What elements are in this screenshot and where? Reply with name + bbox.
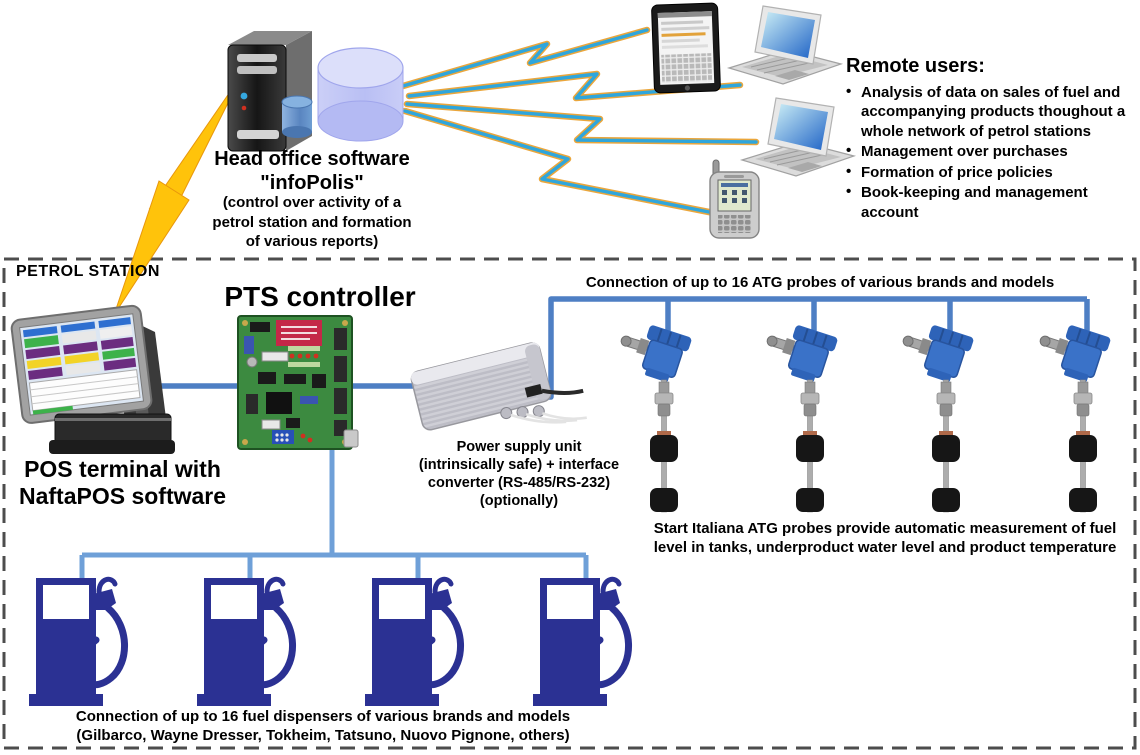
pos-terminal-label: POS terminal with NaftaPOS software	[18, 456, 227, 510]
atg-probe-icon	[894, 316, 976, 513]
fuel-dispenser-icon	[29, 578, 125, 706]
laptop-icon	[728, 5, 842, 85]
remote-users-title: Remote users:	[846, 55, 985, 77]
remote-users-list: Analysis of data on sales of fuel and ac…	[846, 82, 1126, 223]
remote-users-block: Remote users: Analysis of data on sales …	[846, 55, 1126, 223]
lightning-bolt-yellow-icon	[113, 72, 244, 316]
tablet-icon	[651, 2, 721, 94]
dispenser-bus-line	[79, 448, 589, 582]
fuel-dispenser-icon	[533, 578, 629, 706]
remote-users-item: Analysis of data on sales of fuel and ac…	[846, 82, 1126, 142]
small-database-cylinder-icon	[281, 95, 313, 138]
atg-probe-icon	[1031, 316, 1113, 513]
remote-users-item: Book-keeping and management account	[846, 182, 1126, 222]
pos-terminal-image	[10, 304, 175, 454]
database-icon	[317, 47, 404, 142]
pts-controller-board-image	[237, 315, 359, 450]
head-office-subtitle: (control over activity of a petrol stati…	[212, 194, 412, 250]
head-office-title: Head office software "infoPolis"	[214, 148, 410, 194]
fuel-dispenser-icon	[197, 578, 293, 706]
atg-description: Start Italiana ATG probes provide automa…	[653, 520, 1117, 556]
dispenser-connection-label: Connection of up to 16 fuel dispensers o…	[75, 708, 571, 744]
petrol-station-border	[2, 257, 1137, 750]
atg-probe-icon	[758, 316, 840, 513]
remote-users-item: Formation of price policies	[846, 162, 1126, 183]
laptop-icon	[741, 97, 855, 177]
pts-controller-title: PTS controller	[224, 281, 416, 312]
power-supply-label: Power supply unit (intrinsically safe) +…	[418, 439, 620, 510]
petrol-station-label: PETROL STATION	[16, 263, 160, 280]
power-supply-image	[410, 342, 587, 431]
pda-phone-icon	[709, 159, 760, 239]
remote-users-item: Management over purchases	[846, 141, 1126, 162]
fuel-dispenser-icon	[365, 578, 461, 706]
atg-connection-label: Connection of up to 16 ATG probes of var…	[585, 274, 1055, 291]
